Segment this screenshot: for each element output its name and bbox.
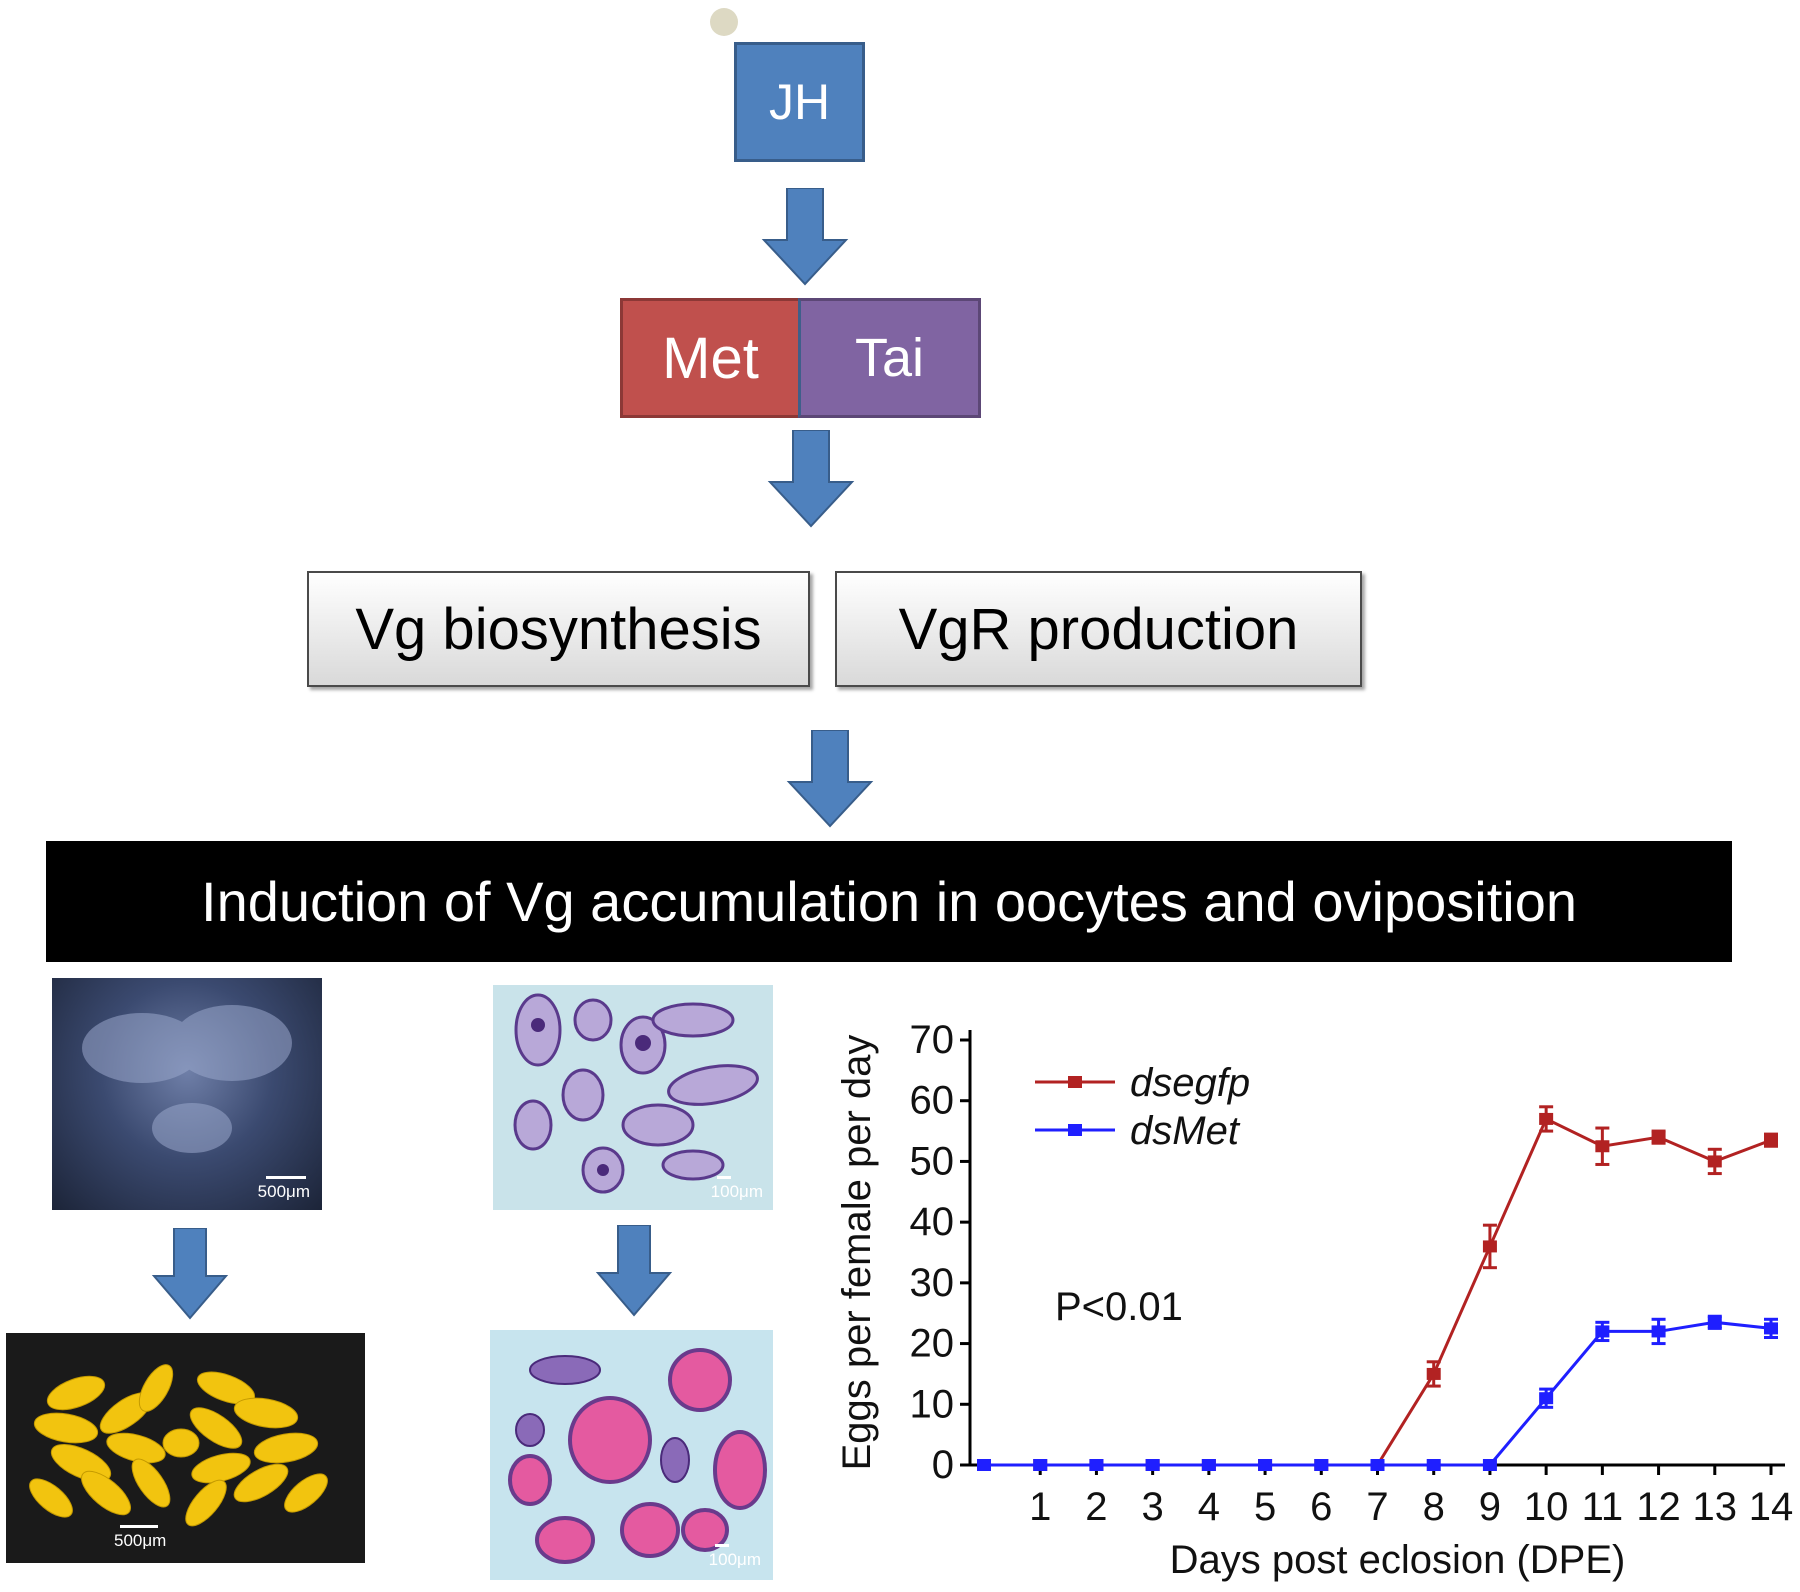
scale-bar: 500μm [114,1525,166,1551]
x-tick-label: 12 [1636,1485,1681,1529]
arrow-down-icon [761,188,849,286]
scale-bar: 100μm [711,1176,763,1202]
arrow-down-icon [595,1225,673,1317]
x-tick-label: 4 [1198,1485,1220,1529]
y-axis-label: Eggs per female per day [835,1035,879,1471]
x-tick-label: 9 [1479,1485,1501,1529]
legend-label: dsMet [1130,1109,1241,1153]
x-tick-label: 2 [1085,1485,1107,1529]
met-label: Met [662,325,759,391]
x-tick-label: 11 [1582,1485,1624,1529]
y-tick-label: 70 [910,1018,955,1062]
data-point [1145,1459,1160,1471]
decorative-dot [710,8,738,36]
series-lines [977,1105,1778,1471]
x-tick-label: 3 [1142,1485,1164,1529]
data-point [1314,1459,1329,1471]
data-point [977,1459,991,1471]
y-tick-label: 40 [910,1200,955,1244]
vgr-production-label: VgR production [898,596,1299,662]
x-tick-label: 5 [1254,1485,1276,1529]
y-tick-label: 0 [932,1443,954,1487]
met-box: Met [620,298,798,418]
data-point [1033,1459,1048,1471]
y-tick-label: 10 [910,1382,955,1426]
data-point [1201,1459,1216,1471]
tai-box: Tai [798,298,981,418]
x-tick-label: 7 [1366,1485,1388,1529]
ovary-section-mature: 100μm [490,1330,773,1580]
legend-marker [1068,1124,1082,1136]
y-ticks: 0 10 20 30 40 50 60 70 [910,1018,970,1487]
data-point [1089,1459,1104,1471]
x-tick-label: 8 [1423,1485,1445,1529]
arrow-down-icon [767,430,855,528]
data-point [1258,1459,1273,1471]
data-point [1482,1459,1497,1471]
data-point [1539,1112,1554,1125]
data-point [1764,1134,1778,1147]
scale-bar: 500μm [258,1176,310,1202]
data-point [1370,1459,1385,1471]
jh-label: JH [768,74,831,130]
data-point [1482,1240,1497,1253]
ovary-photo-control: 500μm [52,978,322,1210]
ovary-section-control: 100μm [493,985,773,1210]
vgr-production-box: VgR production [835,571,1362,687]
tai-label: Tai [854,328,925,388]
arrow-down-icon [786,730,874,828]
data-point [1426,1459,1441,1471]
y-tick-label: 60 [910,1079,955,1123]
induction-box: Induction of Vg accumulation in oocytes … [46,841,1732,962]
y-tick-label: 30 [910,1261,955,1305]
arrow-down-icon [151,1228,229,1320]
data-point [1595,1140,1610,1153]
data-point [1707,1155,1722,1168]
x-tick-label: 1 [1029,1485,1051,1529]
data-point [1595,1325,1610,1338]
ovary-photo-mature: 500μm [6,1333,365,1563]
data-point [1764,1322,1778,1335]
data-point [1707,1316,1722,1329]
x-tick-label: 14 [1749,1485,1794,1529]
chart-axes [968,1030,1785,1467]
legend-label-prefix: ds [1130,1061,1172,1105]
y-tick-label: 20 [910,1322,955,1366]
data-point [1651,1131,1666,1144]
x-tick-label: 13 [1693,1485,1738,1529]
induction-label: Induction of Vg accumulation in oocytes … [201,870,1577,933]
legend-label-gene: egfp [1172,1061,1250,1105]
legend-label-gene: Met [1172,1109,1241,1153]
legend-label-prefix: ds [1130,1109,1172,1153]
scale-bar: 100μm [709,1544,761,1570]
x-axis-label: Days post eclosion (DPE) [1170,1538,1626,1582]
data-point [1651,1325,1666,1338]
data-point [1539,1392,1554,1405]
y-tick-label: 50 [910,1139,955,1183]
vg-biosynthesis-box: Vg biosynthesis [307,571,810,687]
data-point [1426,1367,1441,1380]
legend-label: dsegfp [1130,1061,1250,1105]
legend-marker [1068,1076,1082,1088]
jh-box: JH [734,42,865,162]
vg-biosynthesis-label: Vg biosynthesis [355,596,762,662]
p-value-annotation: P<0.01 [1055,1285,1183,1329]
x-tick-label: 6 [1310,1485,1332,1529]
x-tick-label: 10 [1524,1485,1569,1529]
